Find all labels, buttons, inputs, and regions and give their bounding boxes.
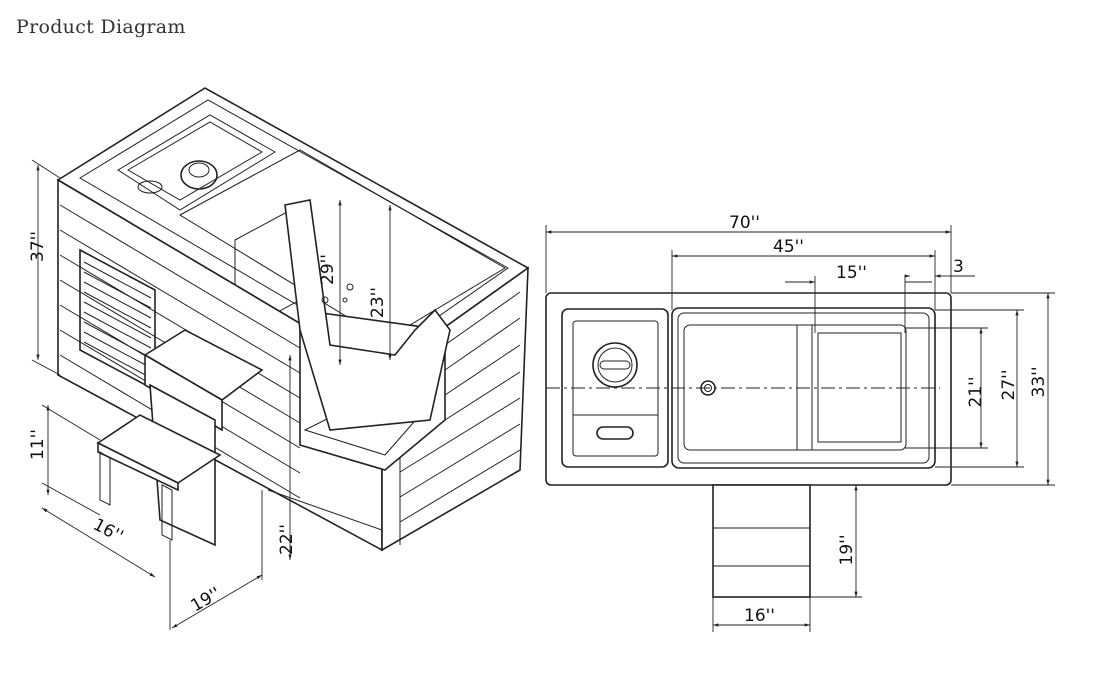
page-title: Product Diagram bbox=[16, 16, 186, 38]
dim-tub-width: 27'' bbox=[999, 370, 1019, 401]
top-view: 70'' 45'' 15'' 3 21'' 27'' 33'' 19'' 16'… bbox=[545, 213, 1055, 632]
dim-length-total: 70'' bbox=[729, 213, 760, 233]
dim-tub-length: 45'' bbox=[773, 237, 804, 257]
dim-width-total: 33'' bbox=[1029, 367, 1049, 398]
dim-step-depth: 16'' bbox=[90, 515, 127, 547]
dim-step-width-top: 19'' bbox=[837, 535, 857, 566]
dim-step-width: 19'' bbox=[188, 584, 225, 617]
dim-seat-depth: 23'' bbox=[368, 287, 388, 318]
dim-seat-length: 15'' bbox=[836, 263, 867, 283]
dim-inner-depth: 29'' bbox=[318, 254, 338, 285]
dim-rim-offset: 3 bbox=[953, 257, 964, 277]
dim-inner-width: 21'' bbox=[966, 377, 986, 408]
dim-door-sill: 22'' bbox=[277, 524, 297, 555]
dim-step-depth-top: 16'' bbox=[744, 606, 775, 626]
isometric-view: 37'' 29'' 23'' 11'' 16'' 19'' 22'' bbox=[28, 87, 530, 630]
dim-height-total: 37'' bbox=[28, 231, 48, 262]
dim-step-height: 11'' bbox=[28, 429, 48, 460]
